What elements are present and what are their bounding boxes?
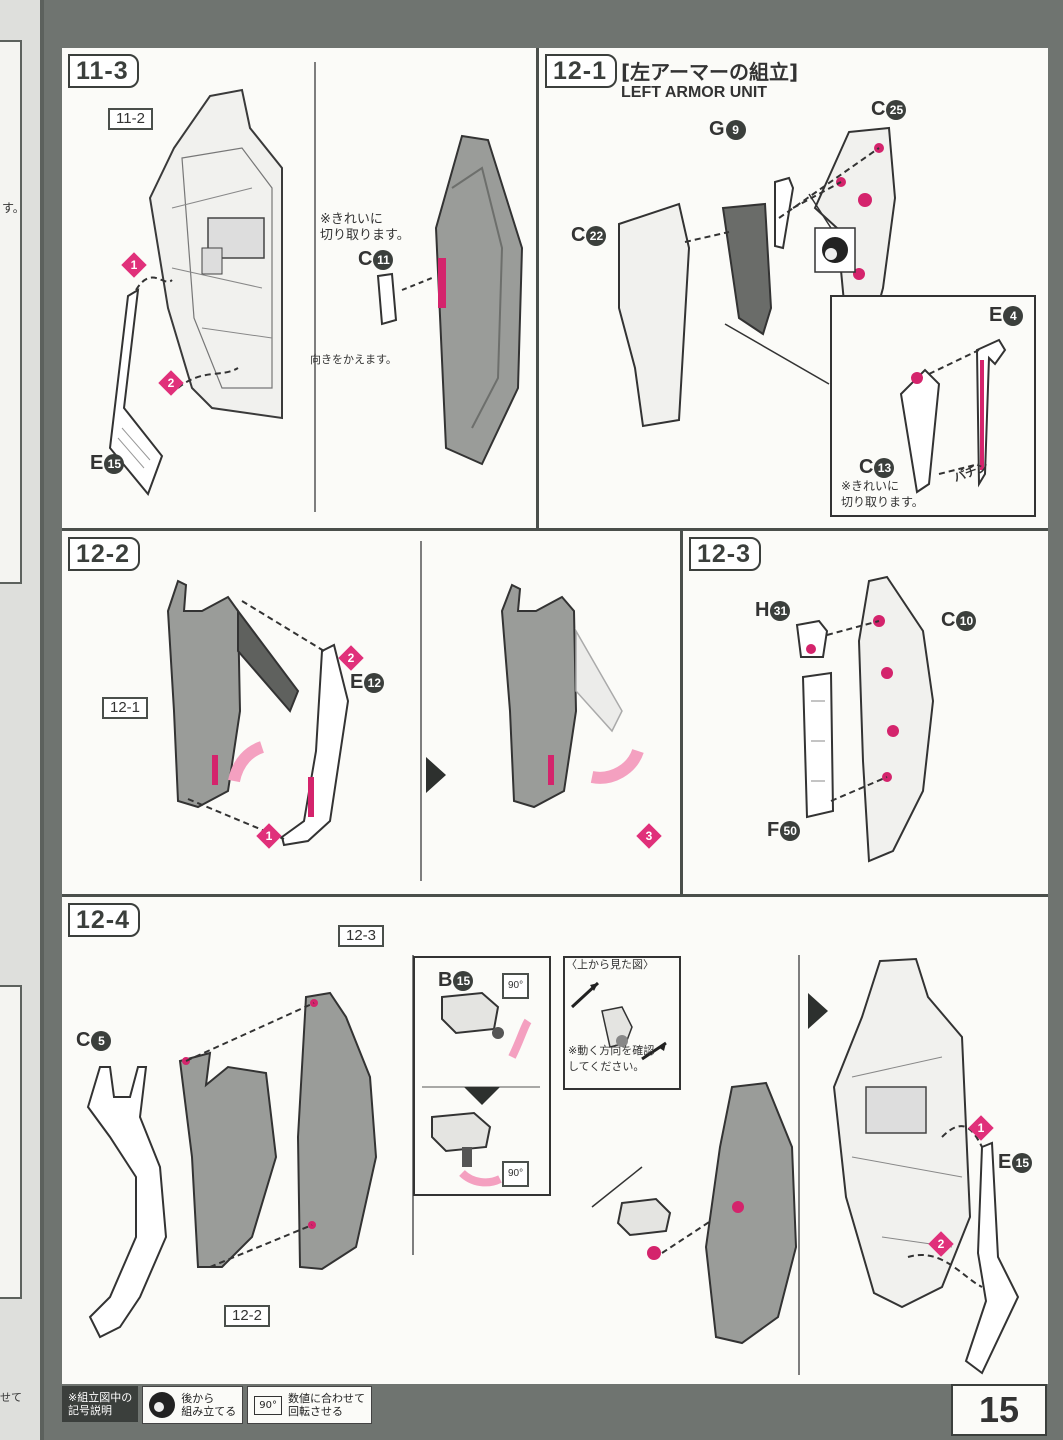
step-marker: 2 [158,370,184,396]
reference-label: 11-2 [108,108,153,130]
step-marker: 1 [121,252,147,278]
armor-step3-drawing [500,583,644,809]
prev-page-box [0,985,22,1299]
rotate-90-icon: 90° [502,1161,530,1187]
symbol-legend: ※組立図中の 記号説明 後から 組み立てる 90° 数値に合わせて 回転させる [62,1386,372,1426]
part-e15-drawing [108,288,164,496]
section-title-jp: [左アーマーの組立] [621,60,799,84]
armor-parts-drawing [618,126,897,428]
inset-pointer [724,323,830,385]
step-label: 12-1 [545,54,618,88]
step-marker: 2 [338,645,364,671]
divider [62,528,1048,531]
rotate-90-icon: 90° [502,973,530,999]
sub-divider [314,62,316,512]
inset-box [830,295,1036,517]
divider [680,528,683,896]
divider [62,894,1048,897]
part-c11-drawing [376,272,398,326]
step-label: 11-3 [68,54,139,88]
top-view-box [563,956,681,1090]
completed-armor-drawing [832,957,1020,1375]
note-clean-cut: ※きれいに 切り取ります。 [841,479,924,509]
insert-arrows [135,276,239,389]
section-title-en: LEFT ARMOR UNIT [621,84,768,101]
reference-label: 12-3 [338,925,385,947]
step-marker: 1 [968,1115,994,1141]
attach-joint-drawing [591,1081,798,1345]
legend-item-back-assemble: 後から 組み立てる [142,1386,244,1424]
sub-divider [420,541,422,881]
legend-item-text: 後から 組み立てる [181,1392,237,1418]
legend-item-rotate: 90° 数値に合わせて 回転させる [247,1386,372,1424]
rotate-90-icon: 90° [254,1395,282,1415]
step-marker: 1 [256,823,282,849]
divider [536,48,539,530]
legend-item-text: 数値に合わせて 回転させる [287,1392,365,1418]
sub-divider [798,955,800,1375]
note-clean-cut: ※きれいに 切り取ります。 [320,212,410,243]
next-arrow-icon [426,757,446,793]
step-label: 12-3 [689,537,762,571]
step-marker: 3 [636,823,662,849]
down-arrow-icon [464,1087,500,1105]
armor-step1-drawing [166,579,350,847]
page-number: 15 [951,1384,1047,1436]
reference-label: 12-2 [224,1305,271,1327]
next-arrow-icon [808,993,828,1029]
back-assemble-icon [149,1392,176,1418]
step-marker: 2 [928,1231,954,1257]
prev-page-fragment: す。 [2,201,25,215]
armor-assembly-drawing [148,88,283,420]
note-direction: ※動く方向を確認 してください。 [568,1044,655,1073]
armor-final-assembly-drawing [86,991,378,1339]
detail-box [413,956,551,1196]
prev-page-fragment: せて [0,1391,22,1404]
shield-back-drawing [401,134,524,466]
previous-page-edge: す。 せて [0,0,44,1440]
legend-head: ※組立図中の 記号説明 [62,1386,139,1422]
prev-page-box [0,40,22,584]
note-direction: 向きをかえます。 [310,353,397,366]
step-label: 12-4 [68,903,141,937]
step-label: 12-2 [68,537,141,571]
armor-inner-drawing [795,575,935,863]
reference-label: 12-1 [102,697,149,719]
top-view-label: 〈上から見た図〉 [566,958,654,971]
